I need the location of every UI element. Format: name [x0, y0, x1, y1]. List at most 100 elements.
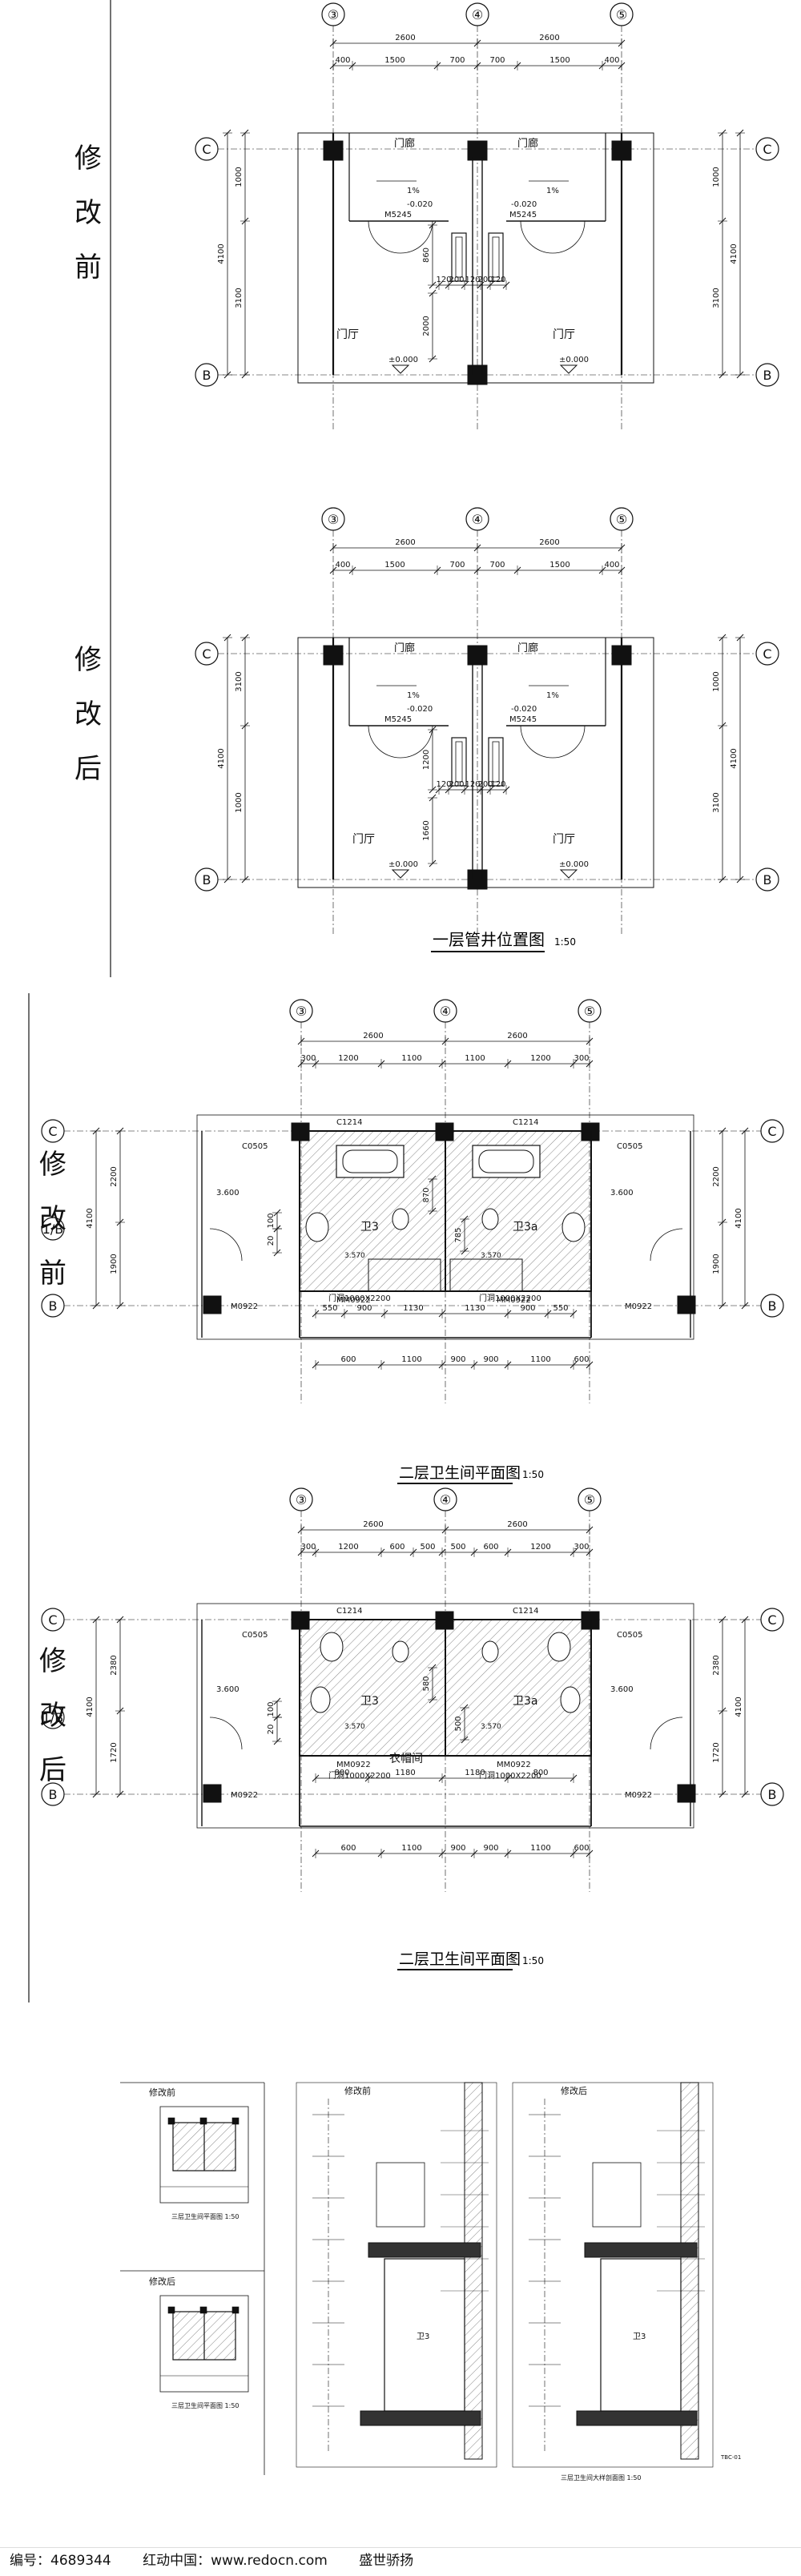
toilet-right — [547, 1632, 571, 1662]
door-mm-left: MM0922 — [336, 1761, 371, 1769]
elev2-right: 3.570 — [481, 1723, 501, 1731]
basin-left — [310, 1686, 331, 1713]
thumb-col-2 — [231, 2117, 239, 2125]
dim-inner-val: 900 — [356, 1304, 372, 1313]
elev-hall-right: ±0.000 — [559, 356, 589, 364]
door-arc-l2 — [400, 220, 433, 254]
sec1-scale: 1:50 — [554, 936, 576, 948]
column-1 — [467, 645, 488, 666]
thumb-label-after: 修改后 — [149, 2276, 175, 2287]
footer-site[interactable]: 红动中国：www.redocn.com — [143, 2553, 328, 2569]
row-axis-B-left-text: B — [49, 1787, 58, 1802]
dim-top-parts-val: 700 — [449, 56, 465, 65]
section-fixture — [592, 2162, 642, 2228]
dim-shaft-val: 200 — [449, 276, 464, 284]
row-axis-C-right — [755, 137, 779, 161]
door-code-left: M5245 — [384, 211, 412, 219]
window2-left: C0505 — [242, 1631, 268, 1640]
sec2-scale-before: 1:50 — [522, 1469, 544, 1480]
door-arc-l2 — [400, 725, 433, 759]
toilet-left — [320, 1632, 344, 1662]
door-arc-right — [650, 1228, 683, 1262]
dim-bottom-val: 900 — [450, 1355, 465, 1364]
level-marker-r — [559, 364, 578, 374]
room-hall-right: 门厅 — [553, 833, 575, 846]
dim-misc-4-val: 20 — [267, 1725, 276, 1735]
thumb-col-0 — [167, 2306, 175, 2314]
dim-bottom-val: 900 — [450, 1844, 465, 1853]
dim-parts-val: 1200 — [338, 1054, 358, 1063]
column-2 — [581, 1122, 600, 1141]
window2-right: C0505 — [617, 1631, 642, 1640]
dim-top-parts-val: 400 — [604, 561, 619, 570]
dim-side-left-val: 3100 — [235, 288, 244, 308]
elev-left: -0.020 — [407, 705, 433, 714]
dim-misc-4-val: 20 — [267, 1236, 276, 1246]
room-porch-left: 门廊 — [394, 137, 415, 150]
dim-side-left-val: 1000 — [235, 792, 244, 812]
door-arc-r2 — [552, 220, 586, 254]
room-hall-left: 门厅 — [352, 833, 375, 846]
bathtub-left-inner — [342, 1149, 398, 1173]
room-closet: 衣帽间 — [389, 1753, 423, 1765]
elev-hall-left: ±0.000 — [388, 860, 418, 869]
axis-bubble-5-text: ⑤ — [616, 512, 627, 527]
door-m0922-right: M0922 — [625, 1302, 652, 1311]
elev-left: 3.600 — [216, 1189, 239, 1197]
thumb-note: 三层卫生间平面图 1:50 — [171, 2212, 239, 2220]
door-m0922-right: M0922 — [625, 1791, 652, 1800]
dim-inner-val: 550 — [322, 1304, 337, 1313]
sink-right — [562, 1212, 586, 1242]
dim-parts-val: 600 — [389, 1543, 405, 1552]
room-bath-b: 卫3a — [513, 1695, 538, 1708]
dim-parts-val: 300 — [300, 1543, 316, 1552]
dim-inner-val: 900 — [520, 1304, 535, 1313]
dim-shaft-v2-val: 2000 — [422, 316, 431, 336]
section-fixture — [376, 2162, 425, 2228]
slope-right: 1% — [546, 691, 559, 700]
shaft-box-l — [451, 232, 467, 282]
dim-bottom-val: 1100 — [401, 1355, 421, 1364]
elev-hall-right: ±0.000 — [559, 860, 589, 869]
row-axis-B-right-text: B — [768, 1298, 777, 1314]
dim-bottom-val: 1100 — [401, 1844, 421, 1853]
level-marker-r — [559, 869, 578, 879]
door-opening-right: 门洞1000X2200 — [479, 1293, 541, 1303]
dim-side-right-val: 1720 — [712, 1742, 721, 1762]
slope-left: 1% — [407, 187, 420, 195]
dim-side-right-val: 1900 — [712, 1254, 721, 1274]
axis-bubble-4-text: ④ — [472, 512, 483, 527]
row-axis-1B-left — [41, 1705, 65, 1729]
footer-id: 编号：4689344 — [10, 2553, 111, 2569]
door-arc-left — [209, 1717, 243, 1750]
elev-left: 3.600 — [216, 1685, 239, 1694]
column-3 — [467, 869, 488, 890]
door-mm-right: MM0922 — [497, 1761, 531, 1769]
column-1 — [435, 1122, 454, 1141]
elev2-left: 3.570 — [344, 1723, 365, 1731]
dim-parts-val: 1100 — [401, 1054, 421, 1063]
dim-parts-val: 300 — [300, 1054, 316, 1063]
row-axis-B-right-text: B — [768, 1787, 777, 1802]
dim-total-val: 2600 — [507, 1520, 527, 1529]
row-axis-C-right-text: C — [763, 646, 771, 662]
column-2 — [611, 140, 632, 161]
row-axis-1B-left-text: 1/B — [42, 1222, 64, 1237]
door-arc-l1 — [368, 220, 401, 254]
section-slab-2 — [576, 2410, 698, 2426]
dim-bottom-val: 600 — [340, 1355, 356, 1364]
row-axis-C-left-text: C — [202, 142, 211, 157]
dim-side-left-total-val: 4100 — [86, 1208, 95, 1228]
dim-inner-val: 1180 — [395, 1769, 415, 1777]
dim-inner-val: 1180 — [465, 1769, 485, 1777]
section-frame — [512, 2082, 714, 2468]
dim-parts-val: 1200 — [530, 1543, 550, 1552]
dim-top-parts-val: 1500 — [384, 56, 405, 65]
row-axis-B-right — [755, 867, 779, 892]
section-label: 修改后 — [561, 2085, 587, 2096]
door-m0922-left: M0922 — [231, 1791, 258, 1800]
window2-right: C0505 — [617, 1142, 642, 1151]
dim-top-total-val: 2600 — [395, 34, 415, 42]
